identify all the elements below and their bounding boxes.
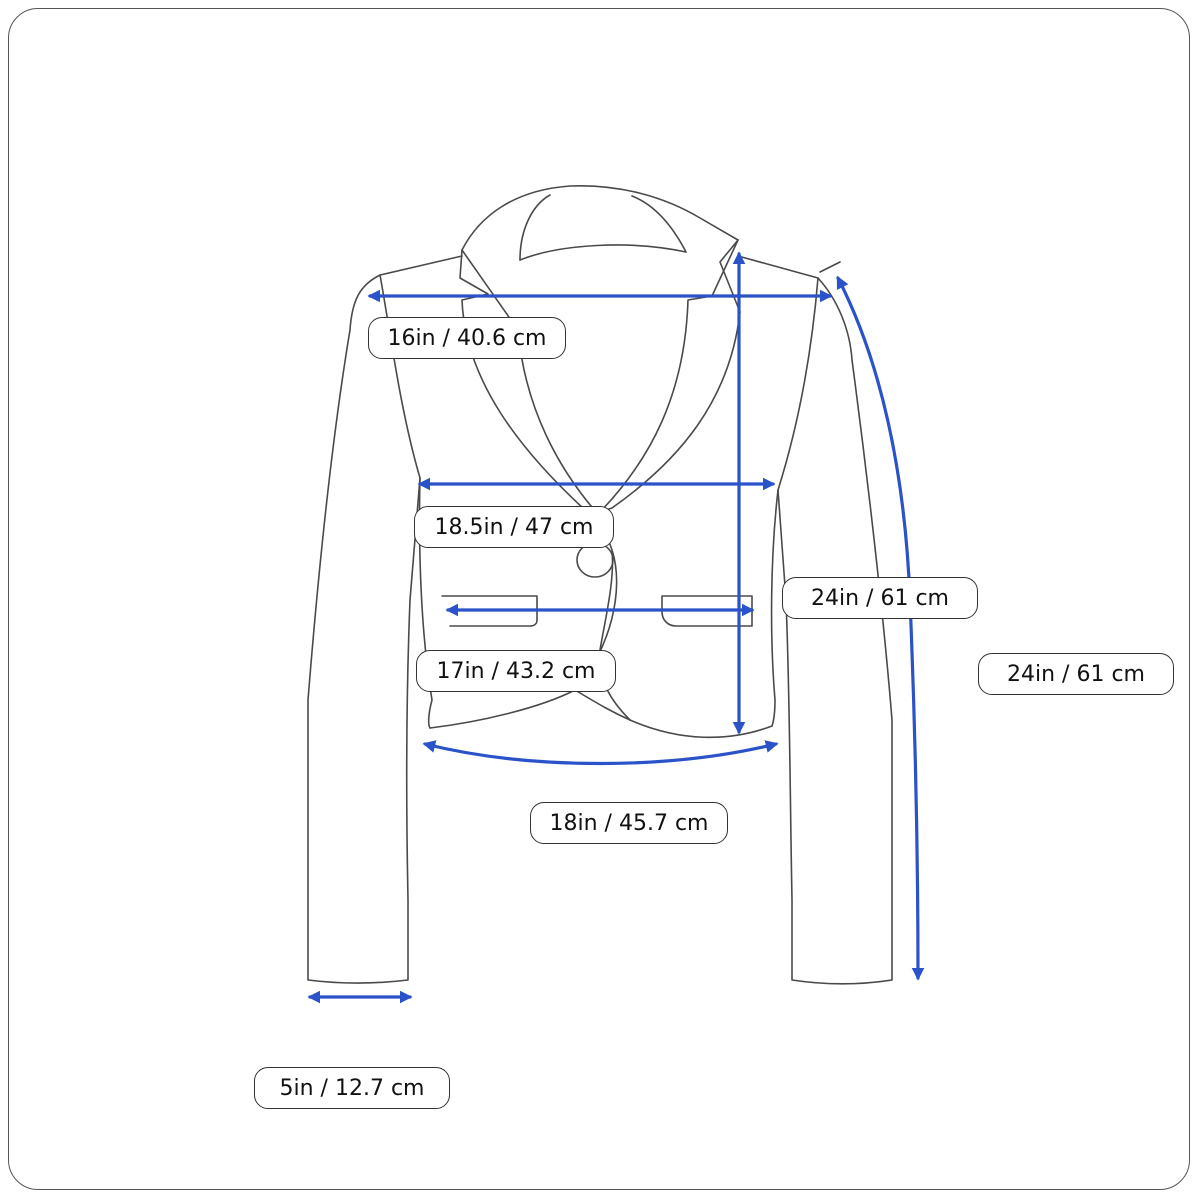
chest-width-label: 18.5in / 47 cm	[414, 506, 614, 548]
body-length-label: 24in / 61 cm	[782, 577, 978, 619]
right-lapel	[599, 195, 741, 513]
cuff-width-label: 5in / 12.7 cm	[254, 1067, 450, 1109]
right-body-side	[737, 255, 819, 727]
sleeve-length-label: 24in / 61 cm	[978, 653, 1174, 695]
left-pocket-flap	[441, 595, 538, 627]
jacket-button	[576, 542, 614, 578]
front-hem	[429, 689, 773, 739]
waist-width-label: 17in / 43.2 cm	[416, 650, 616, 692]
hem-arrow	[422, 740, 779, 766]
right-sleeve	[777, 277, 893, 985]
shoulder-width-label: 16in / 40.6 cm	[368, 317, 566, 359]
diagram-frame	[8, 8, 1190, 1190]
left-sleeve	[307, 274, 421, 984]
hem-width-label: 18in / 45.7 cm	[530, 802, 728, 844]
measurement-lines	[307, 251, 925, 1004]
sleeve-length-arrow	[836, 275, 925, 981]
collar-inner-rim	[519, 244, 687, 261]
shoulder-tick	[819, 261, 841, 273]
collar-back	[461, 185, 739, 251]
